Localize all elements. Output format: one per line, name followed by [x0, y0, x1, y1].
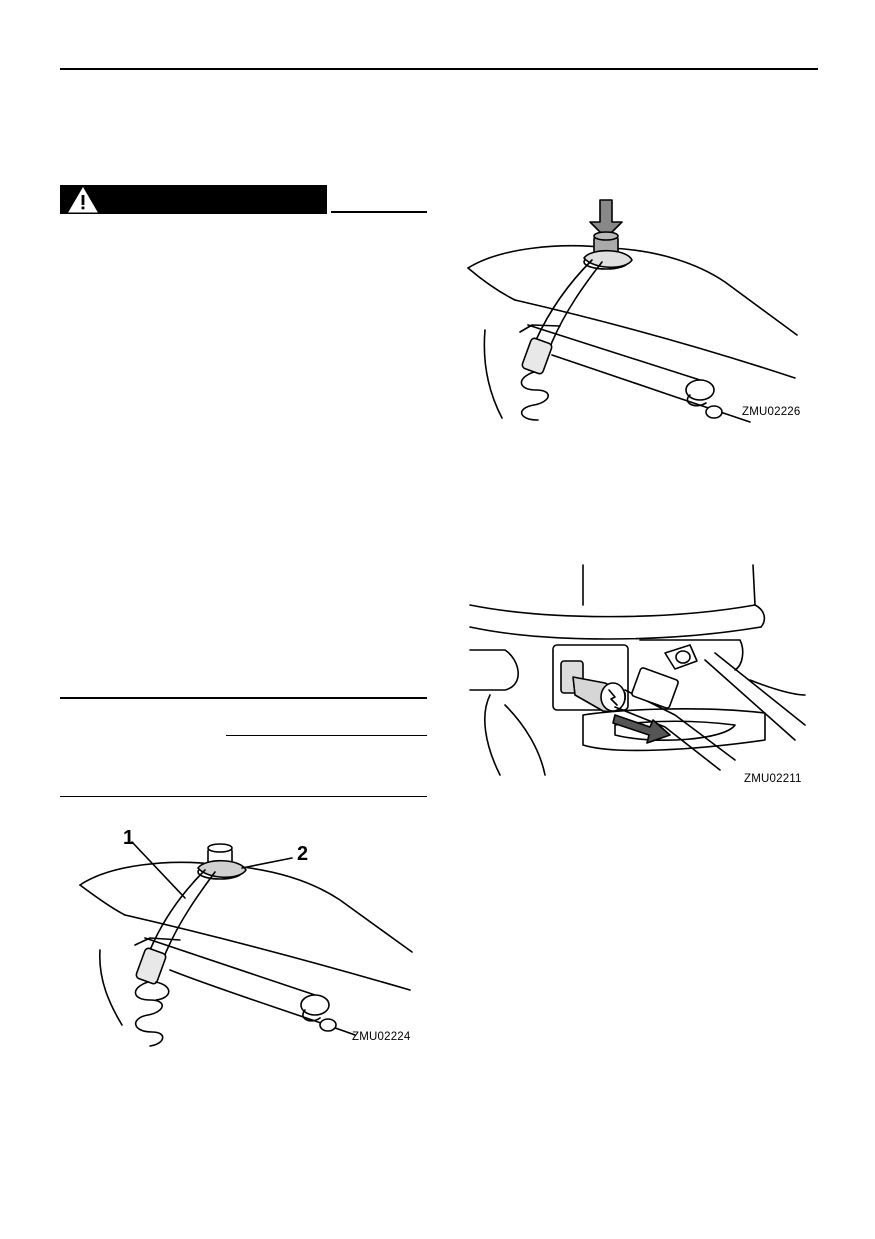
warning-banner: [60, 185, 327, 214]
illustration-lanyard-callout: [70, 820, 420, 1050]
section-rule-mid: [226, 735, 427, 736]
warning-triangle-icon: [68, 187, 98, 213]
section-rule-bottom: [60, 796, 427, 797]
plug-disconnect-drawing: [469, 564, 806, 776]
warning-banner-rule: [331, 211, 427, 213]
callout-label-2: 2: [297, 843, 309, 865]
illustration-lanyard-press: [460, 190, 810, 425]
figure-code-zmu02226: ZMU02226: [742, 406, 801, 418]
header-rule: [60, 68, 818, 70]
figure-code-zmu02224: ZMU02224: [352, 1031, 411, 1043]
figure-code-zmu02211: ZMU02211: [744, 773, 802, 785]
lanyard-press-drawing: [467, 199, 798, 423]
illustration-plug-disconnect: [465, 564, 810, 776]
callout-label-1: 1: [123, 827, 135, 849]
lanyard-callout-drawing: [79, 841, 413, 1047]
section-rule-top: [60, 697, 427, 699]
